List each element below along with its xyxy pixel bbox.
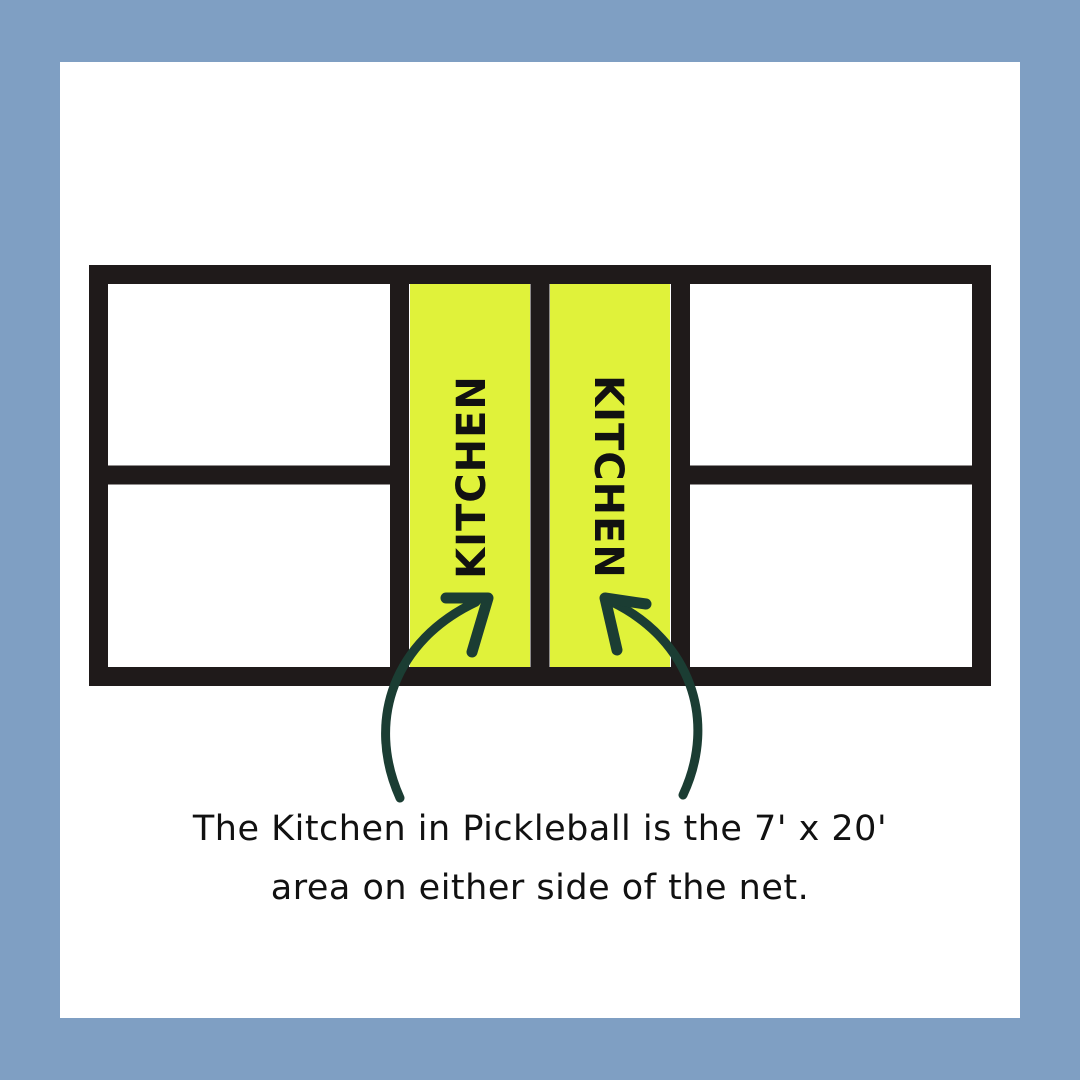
caption-text: The Kitchen in Pickleball is the 7' x 20… (192, 809, 888, 908)
left-curved-arrow-icon (381, 592, 494, 803)
kitchen-right-label: KITCHEN (585, 375, 631, 579)
kitchen-left-label: KITCHEN (449, 375, 495, 579)
right-curved-arrow-icon (599, 592, 703, 800)
